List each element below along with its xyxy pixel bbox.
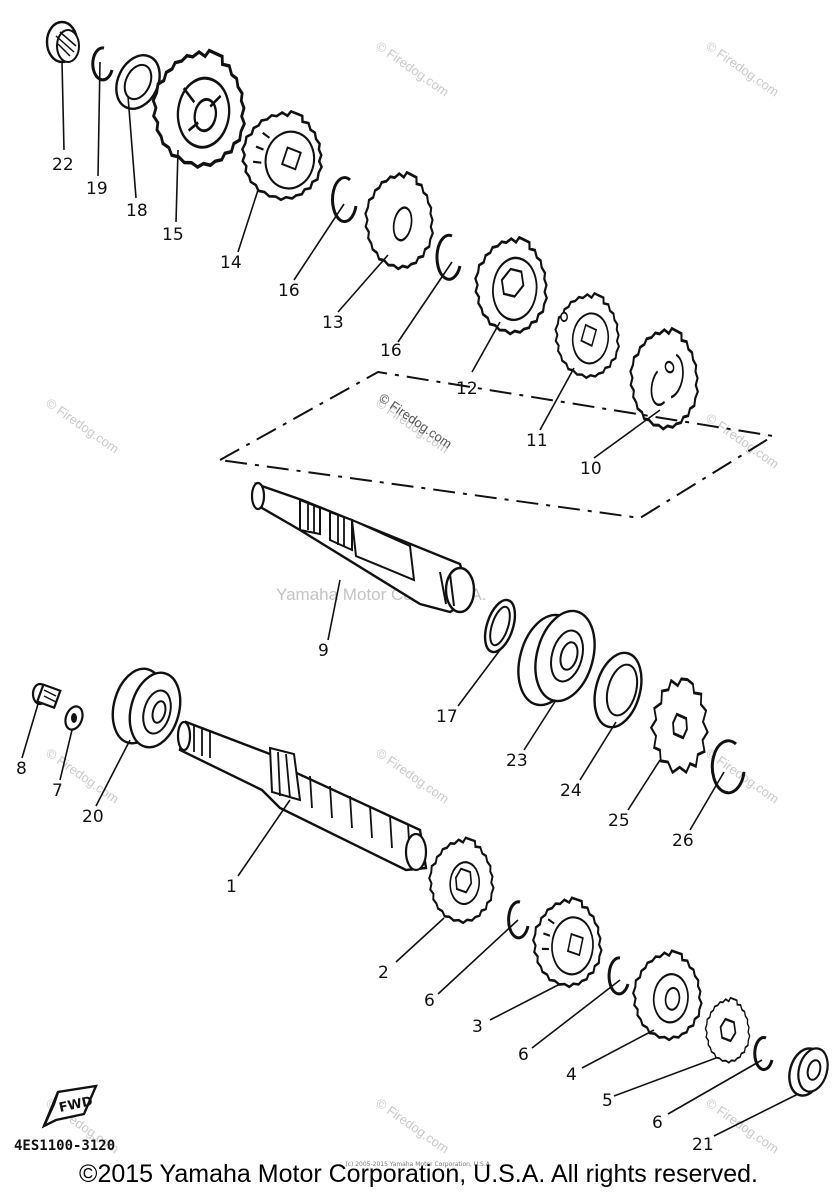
callout-15: 15: [162, 225, 184, 245]
fine-print: (c) 2005-2015 Yamaha Motor Corporation, …: [345, 1161, 492, 1168]
part-7-washer: [64, 705, 84, 731]
callout-7: 7: [52, 781, 63, 801]
diagram-part-number: 4ES1100-3120: [14, 1138, 115, 1154]
part-5-gear: [700, 989, 756, 1071]
part-1-drive-axle: [176, 720, 428, 872]
callout-4: 4: [566, 1065, 577, 1085]
callout-10: 10: [580, 459, 602, 479]
callout-6: 6: [424, 991, 435, 1011]
callout-11: 11: [526, 431, 548, 451]
callout-14: 14: [220, 253, 242, 273]
part-10-gear: [619, 312, 711, 444]
callout-5: 5: [602, 1091, 613, 1111]
callout-19: 19: [86, 179, 108, 199]
callout-6: 6: [518, 1045, 529, 1065]
part-17-washer: [483, 598, 517, 654]
part-2-gear: [421, 827, 503, 933]
callout-20: 20: [82, 807, 104, 827]
part-11-gear: [545, 279, 631, 391]
watermark: © Firedog.com: [703, 38, 782, 99]
callout-1: 1: [226, 877, 237, 897]
part-3-gear: [525, 886, 611, 998]
watermark: © Firedog.com: [703, 1095, 782, 1156]
watermark: © Firedog.com: [373, 745, 452, 806]
part-24-oil-seal: [593, 651, 643, 729]
callout-16: 16: [380, 341, 402, 361]
callout-21: 21: [692, 1135, 714, 1155]
callout-9: 9: [318, 641, 329, 661]
callout-3: 3: [472, 1017, 483, 1037]
part-16-circlip-top: [331, 176, 358, 224]
callout-23: 23: [506, 751, 528, 771]
part-16-circlip-mid: [435, 233, 462, 281]
watermark: © Firedog.com: [373, 1095, 452, 1156]
watermark: © Firedog.com: [703, 410, 782, 471]
callout-26: 26: [672, 831, 694, 851]
leader-lines: [21, 61, 799, 1137]
callout-17: 17: [436, 707, 458, 727]
frame-watermark: © Firedog.com: [376, 390, 455, 451]
part-18-washer: [115, 54, 161, 110]
watermark: © Firedog.com: [373, 38, 452, 99]
part-14-gear: [230, 97, 336, 213]
fwd-arrow-icon: FWD: [41, 1084, 98, 1129]
callout-8: 8: [16, 759, 27, 779]
callout-18: 18: [126, 201, 148, 221]
part-20-bearing: [111, 667, 182, 749]
part-4-gear: [625, 939, 711, 1051]
callout-22: 22: [52, 155, 74, 175]
callout-6: 6: [652, 1113, 663, 1133]
part-6-circlip-a: [507, 900, 530, 940]
callout-2: 2: [378, 963, 389, 983]
part-25-sprocket: [649, 677, 709, 775]
callout-13: 13: [322, 313, 344, 333]
part-22-bearing: [45, 20, 80, 64]
part-23-bearing: [517, 609, 596, 707]
part-21-bearing: [788, 1047, 829, 1097]
part-19-circlip: [91, 46, 114, 82]
fwd-label: FWD: [58, 1094, 95, 1116]
callout-labels: 22 19 18 15 14 16 13 16 12 11 10 9 17 23…: [16, 155, 714, 1155]
callout-16: 16: [278, 281, 300, 301]
part-15-gear: [139, 31, 261, 185]
part-9-main-axle: [250, 481, 476, 614]
part-12-gear: [464, 222, 560, 348]
part-13-gear: [354, 157, 446, 283]
watermark: © Firedog.com: [43, 395, 122, 456]
callout-24: 24: [560, 781, 582, 801]
part-8-bolt: [31, 682, 62, 710]
callout-25: 25: [608, 811, 630, 831]
part-6-circlip-c: [753, 1036, 774, 1071]
callout-12: 12: [456, 379, 478, 399]
part-6-circlip-b: [607, 956, 630, 996]
copyright-notice: ©2015 Yamaha Motor Corporation, U.S.A. A…: [79, 1160, 758, 1188]
part-26-circlip: [710, 739, 746, 795]
